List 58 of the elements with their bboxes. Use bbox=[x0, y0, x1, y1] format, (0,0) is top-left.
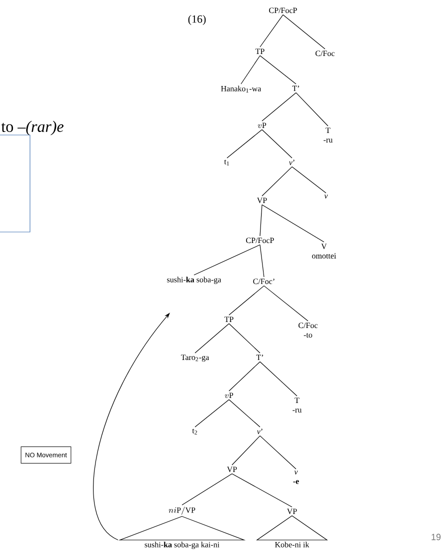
category-label: TP bbox=[255, 48, 264, 54]
word-label: sushi-ka soba-ga bbox=[167, 276, 222, 284]
category-label: T’ bbox=[292, 86, 299, 92]
word-label: Taro$_{2}$-ga bbox=[181, 354, 210, 362]
branch-line bbox=[228, 323, 260, 354]
category-label: T -ru bbox=[292, 398, 302, 413]
example-number: (16) bbox=[188, 15, 206, 25]
branch-line bbox=[260, 436, 296, 470]
branch-line bbox=[292, 166, 326, 194]
branch-line bbox=[260, 204, 262, 236]
category-label: v’ bbox=[257, 428, 262, 434]
category-label: $v\mathrm{P}$ bbox=[258, 122, 266, 128]
branch-line bbox=[260, 244, 264, 278]
word-label: Kobe-ni ik bbox=[275, 542, 310, 548]
branch-line bbox=[262, 92, 296, 122]
branch-line bbox=[228, 286, 264, 316]
category-label: CP/FocP bbox=[269, 8, 297, 14]
branch-line bbox=[262, 166, 292, 196]
branch-line bbox=[262, 204, 324, 242]
category-label: T’ bbox=[256, 354, 263, 360]
category-label: v -e bbox=[293, 470, 299, 484]
category-label: CP/FocP bbox=[246, 238, 274, 244]
branch-line bbox=[262, 129, 292, 158]
category-label: VP bbox=[256, 198, 267, 204]
branch-line bbox=[226, 129, 262, 158]
branch-line bbox=[260, 14, 284, 48]
branch-line bbox=[282, 14, 326, 50]
category-label: C/Foc bbox=[316, 50, 335, 56]
category-label: T -ru bbox=[324, 128, 333, 143]
branch-line bbox=[260, 361, 298, 396]
category-label: C/Foc’ bbox=[253, 278, 274, 284]
branch-line bbox=[228, 361, 260, 392]
word-label: Hanako$_{1}$-wa bbox=[221, 86, 262, 92]
branch-line bbox=[232, 473, 292, 508]
slide-text: to –(rar)e bbox=[1, 120, 64, 136]
category-label: $ni\mathrm{P/VP}$ bbox=[168, 506, 196, 515]
branch-line bbox=[182, 473, 232, 506]
word-label: t$_{2}$ bbox=[192, 428, 198, 434]
word-label: sushi-ka soba-ga kai-ni bbox=[144, 542, 220, 549]
category-label: VP bbox=[286, 508, 297, 514]
branch-line bbox=[232, 436, 260, 466]
category-label: $v\mathrm{P}$ bbox=[224, 392, 234, 398]
branch-line bbox=[296, 92, 328, 126]
category-label: V omottei bbox=[312, 244, 336, 259]
branch-line bbox=[264, 286, 308, 322]
branch-line bbox=[194, 399, 230, 428]
branch-line bbox=[260, 55, 296, 84]
category-label: C/Foc -to bbox=[298, 322, 318, 338]
word-label: t$_{1}$ bbox=[224, 160, 229, 166]
branch-line bbox=[194, 244, 260, 276]
category-label: TP bbox=[224, 316, 234, 322]
category-label: v’ bbox=[289, 160, 294, 166]
branch-line bbox=[240, 55, 260, 84]
branch-line bbox=[194, 323, 230, 354]
page-number: 19 bbox=[432, 534, 441, 540]
branch-line bbox=[228, 399, 260, 428]
category-label: v bbox=[324, 194, 328, 198]
category-label: VP bbox=[226, 466, 237, 472]
